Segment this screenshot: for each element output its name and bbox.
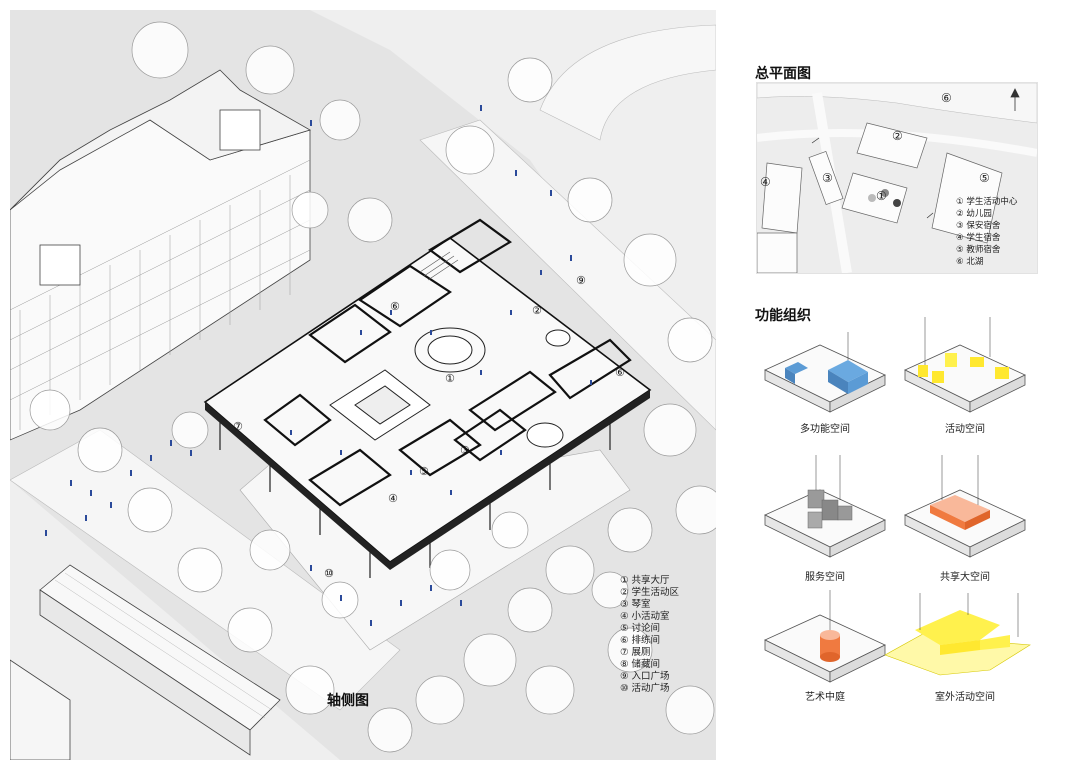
site-legend-item: ① 学生活动中心 <box>956 197 1018 207</box>
label-rehearsal-room-2: ⑥ <box>615 366 625 379</box>
caption-art-atrium: 艺术中庭 <box>805 692 845 703</box>
functional-title: 功能组织 <box>755 308 811 324</box>
label-entrance-plaza: ⑨ <box>576 274 586 287</box>
legend-item: ⑦ 展厕 <box>620 647 651 658</box>
legend-item: ⑧ 储藏间 <box>620 659 661 670</box>
diagram-outdoor-activity <box>880 585 1040 685</box>
site-number-2: ② <box>892 129 903 143</box>
legend-item: ⑥ 排练间 <box>620 635 661 646</box>
caption-outdoor-activity: 室外活动空间 <box>935 692 995 703</box>
diagram-shared-space <box>900 450 1030 560</box>
site-plan-title: 总平面图 <box>755 66 811 82</box>
legend-item: ③ 琴室 <box>620 599 651 610</box>
legend-item: ⑤ 讨论间 <box>620 623 661 634</box>
axonometric-panel: ① ② ③ ④ ⑤ ⑥ ⑦ ⑥ ⑨ ⑩ <box>10 10 716 760</box>
legend-item: ⑩ 活动广场 <box>620 683 670 694</box>
label-small-room: ④ <box>388 492 398 505</box>
diagram-activity <box>900 315 1030 415</box>
site-legend-item: ④ 学生宿舍 <box>956 233 1001 243</box>
caption-service: 服务空间 <box>805 572 845 583</box>
bottom-left-building <box>10 564 281 760</box>
axonometric-legend: ① 共享大厅 ② 学生活动区 ③ 琴室 ④ 小活动室 ⑤ 讨论间 ⑥ 排练间 ⑦… <box>620 575 679 695</box>
site-legend-item: ⑥ 北湖 <box>956 257 984 267</box>
site-plan-legend: ① 学生活动中心 ② 幼儿园 ③ 保安宿舍 ④ 学生宿舍 ⑤ 教师宿舍 ⑥ 北湖 <box>956 196 1017 268</box>
site-number-4: ④ <box>760 175 771 189</box>
trees <box>29 21 716 753</box>
label-exhibition: ⑦ <box>233 420 243 433</box>
room-labels: ① ② ③ ④ ⑤ ⑥ ⑦ ⑥ ⑨ ⑩ <box>233 274 625 580</box>
caption-activity: 活动空间 <box>945 424 985 435</box>
label-discussion-room: ⑤ <box>419 465 429 478</box>
caption-shared-space: 共享大空间 <box>940 572 990 583</box>
axonometric-caption: 轴侧图 <box>327 693 369 709</box>
diagram-multifunction <box>760 330 890 420</box>
diagram-service <box>760 450 890 560</box>
site-legend-item: ⑤ 教师宿舍 <box>956 245 1001 255</box>
label-activity-plaza: ⑩ <box>324 567 334 580</box>
site-number-1: ① <box>876 189 887 203</box>
people <box>45 105 592 626</box>
label-rehearsal-room: ⑥ <box>390 300 400 313</box>
site-legend-item: ③ 保安宿舍 <box>956 221 1001 231</box>
site-number-5: ⑤ <box>979 171 990 185</box>
label-shared-hall: ① <box>445 372 455 385</box>
label-student-area: ② <box>532 304 542 317</box>
site-number-6: ⑥ <box>941 91 952 105</box>
caption-multifunction: 多功能空间 <box>800 424 850 435</box>
legend-item: ① 共享大厅 <box>620 575 670 586</box>
diagram-art-atrium <box>760 585 890 685</box>
student-activity-center <box>203 218 652 578</box>
site-number-3: ③ <box>822 171 833 185</box>
legend-item: ② 学生活动区 <box>620 587 680 598</box>
site-legend-item: ② 幼儿园 <box>956 209 992 219</box>
axonometric-drawing: ① ② ③ ④ ⑤ ⑥ ⑦ ⑥ ⑨ ⑩ <box>10 10 716 760</box>
dormitory-building <box>10 69 312 441</box>
site-plan-map: ⑥ ② ④ ③ ① ⑤ <box>756 82 1038 274</box>
label-piano-room: ③ <box>460 444 470 457</box>
legend-item: ④ 小活动室 <box>620 611 670 622</box>
legend-item: ⑨ 入口广场 <box>620 671 670 682</box>
